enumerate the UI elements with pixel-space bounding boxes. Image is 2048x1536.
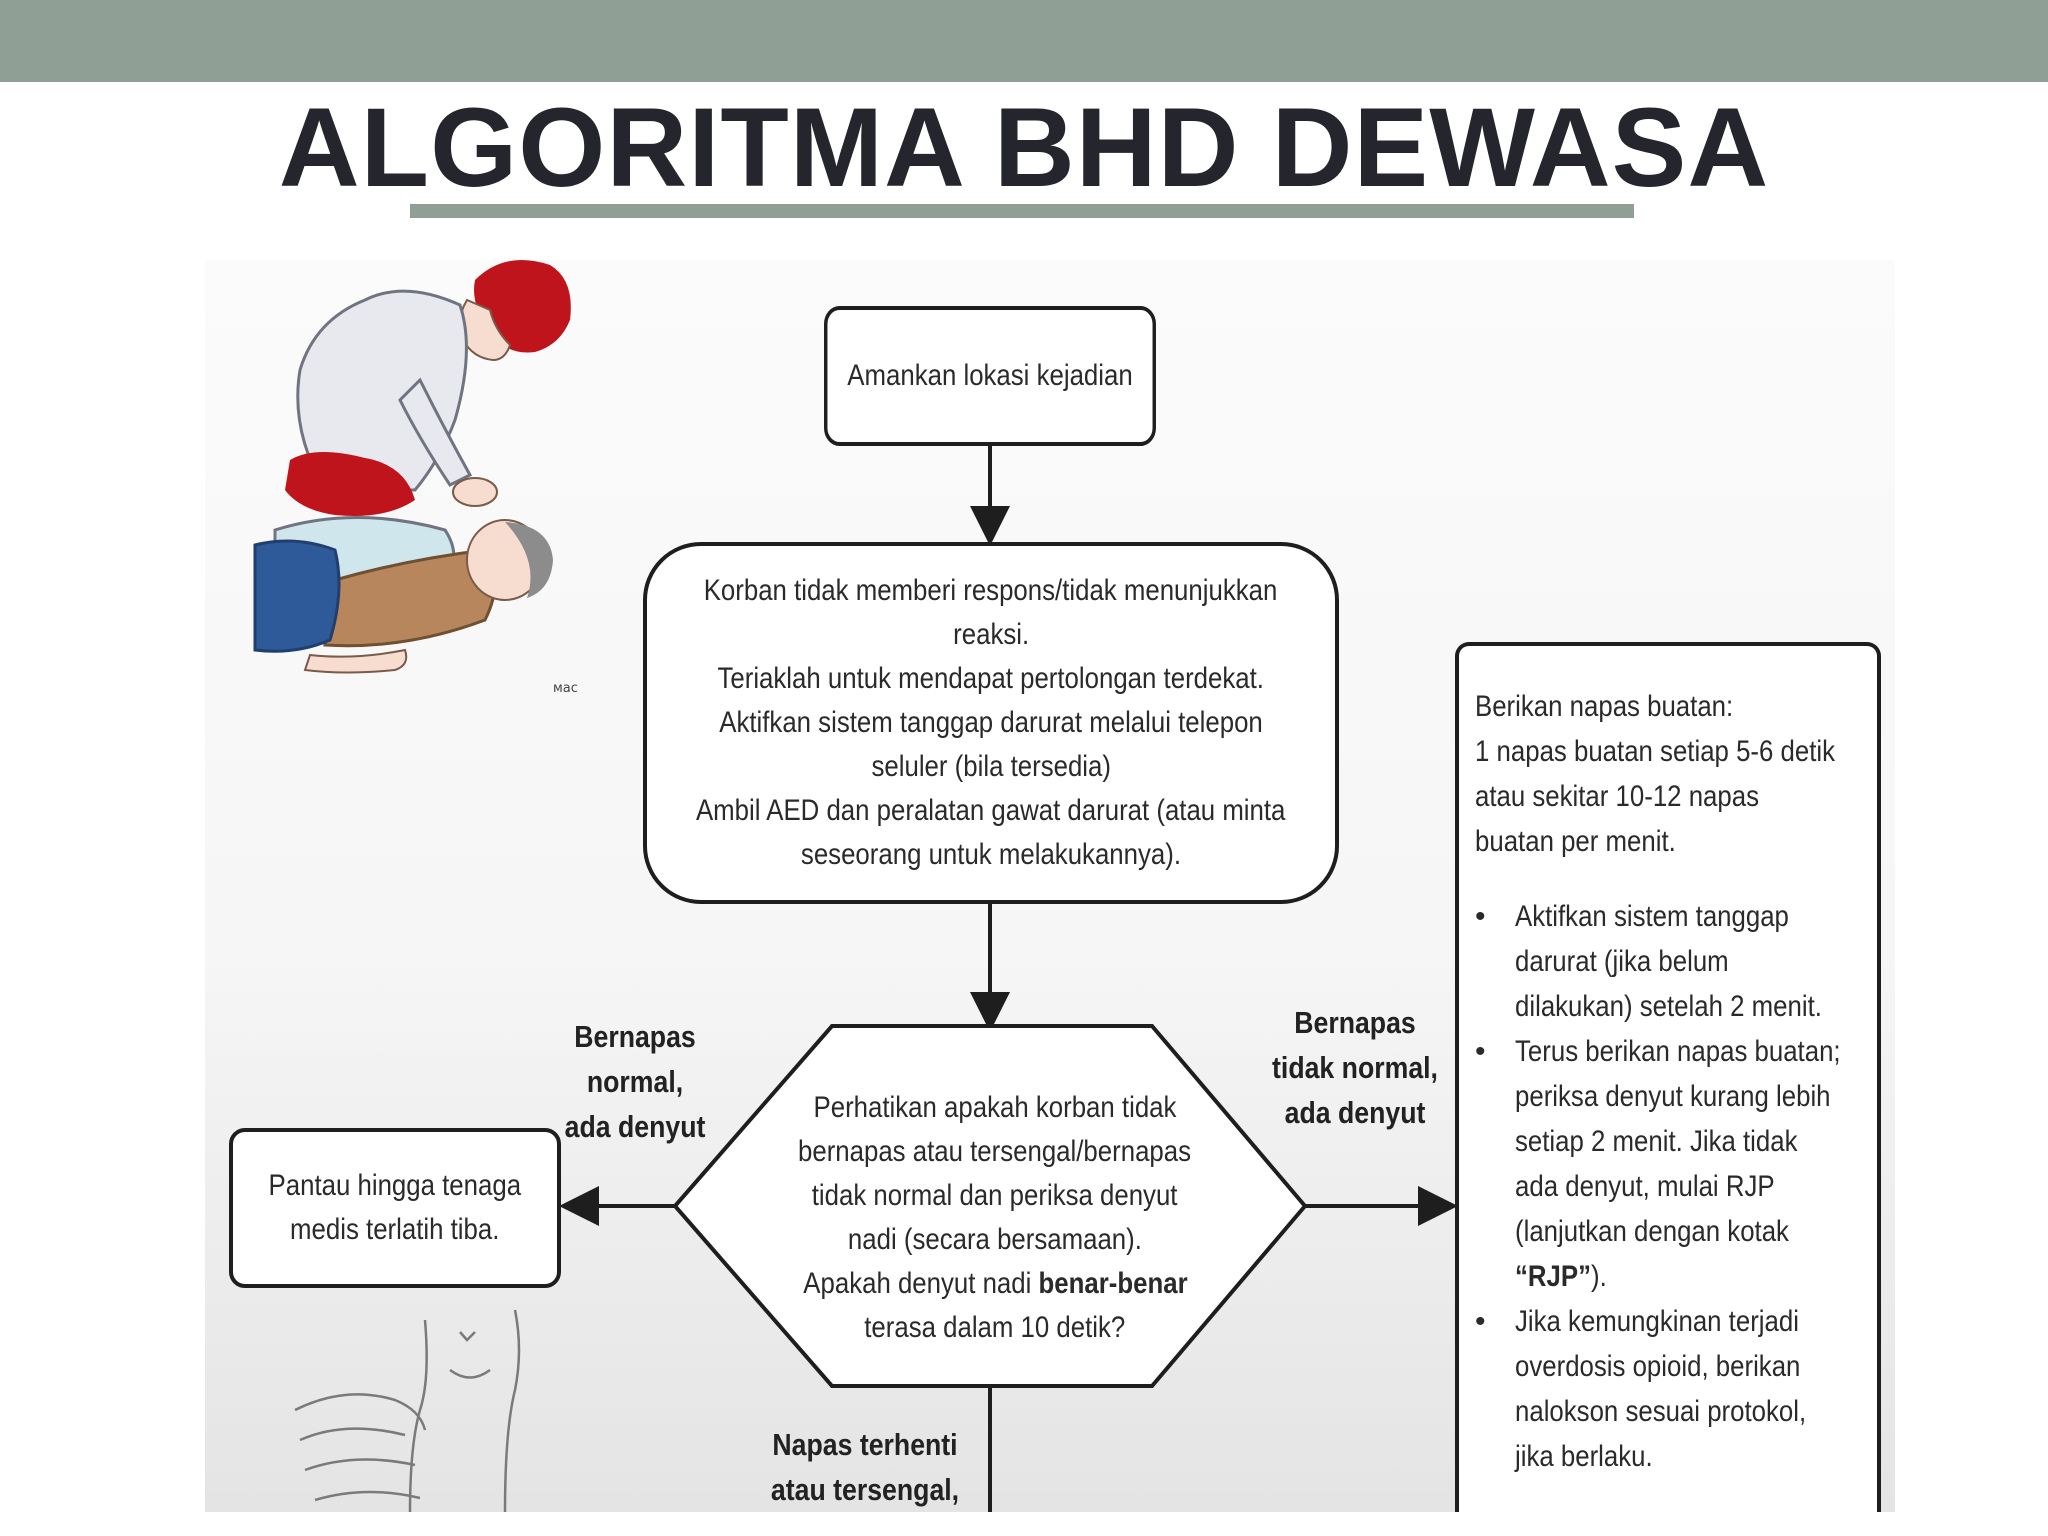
bullet-symbol: •: [1475, 900, 1486, 933]
decision-line: tidak normal dan periksa denyut: [812, 1179, 1178, 1212]
pulse-check-sketch: [294, 1309, 521, 1512]
bullet-line: setiap 2 menit. Jika tidak: [1515, 1125, 1798, 1158]
label-line: Bernapas: [574, 1019, 696, 1054]
monitor-line: medis terlatih tiba.: [290, 1213, 500, 1246]
respond-line: Ambil AED dan peralatan gawat darurat (a…: [696, 794, 1286, 827]
rescue-intro-line: atau sekitar 10-12 napas: [1475, 780, 1760, 813]
illustration-mark: мас: [553, 681, 578, 696]
decision-question: Apakah denyut nadi benar-benar: [803, 1262, 1187, 1306]
bullet-symbol: •: [1475, 1035, 1486, 1068]
label-line: Napas terhenti: [772, 1427, 958, 1462]
question-bold: benar-benar: [1038, 1267, 1188, 1300]
bullet-line: ada denyut, mulai RJP: [1515, 1170, 1775, 1203]
label-line: ada denyut: [564, 1109, 706, 1144]
label-no-breathing: Napas terhenti atau tersengal,: [745, 1422, 985, 1512]
label-normal-breathing: Bernapas normal, ada denyut: [515, 1014, 755, 1149]
cpr-illustration: [253, 260, 571, 674]
rescue-bullet: • Jika kemungkinan terjadi overdosis opi…: [1475, 1299, 1861, 1479]
decision-text: Perhatikan apakah korban tidak bernapas …: [745, 1068, 1245, 1368]
bullet-line: Jika kemungkinan terjadi: [1515, 1305, 1799, 1338]
bullet-line: dilakukan) setelah 2 menit.: [1515, 990, 1822, 1023]
label-line: atau tersengal,: [770, 1472, 960, 1507]
rescue-breathing-box: Berikan napas buatan: 1 napas buatan set…: [1455, 642, 1881, 1512]
respond-line: Korban tidak memberi respons/tidak menun…: [704, 574, 1278, 607]
label-line: normal,: [586, 1064, 684, 1099]
rescue-intro-line: buatan per menit.: [1475, 825, 1676, 858]
rescue-bullet: • Terus berikan napas buatan; periksa de…: [1475, 1029, 1861, 1299]
bullet-line: Aktifkan sistem tanggap: [1515, 900, 1789, 933]
flowchart-connectors: мас: [253, 260, 1458, 1512]
bullet-line: (lanjutkan dengan kotak: [1515, 1215, 1789, 1248]
respond-line: Teriaklah untuk mendapat pertolongan ter…: [717, 662, 1265, 695]
rescue-bullet-list: • Aktifkan sistem tanggap darurat (jika …: [1475, 894, 1861, 1479]
rjp-reference-end: ).: [1590, 1260, 1607, 1293]
decision-line: bernapas atau tersengal/bernapas: [798, 1135, 1192, 1168]
monitor-box: Pantau hingga tenaga medis terlatih tiba…: [229, 1128, 561, 1288]
respond-line: seseorang untuk melakukannya).: [800, 838, 1182, 871]
label-abnormal-breathing: Bernapas tidak normal, ada denyut: [1235, 1000, 1475, 1135]
bullet-line: overdosis opioid, berikan: [1515, 1350, 1801, 1383]
bullet-line-rjp: “RJP”).: [1515, 1254, 1813, 1299]
top-accent-band: [0, 0, 2048, 82]
rescue-bullet: • Aktifkan sistem tanggap darurat (jika …: [1475, 894, 1861, 1029]
bullet-line: darurat (jika belum: [1515, 945, 1729, 978]
flowchart-figure: мас Amankan lokasi kejadian Korban: [205, 260, 1895, 1512]
bullet-line: nalokson sesuai protokol,: [1515, 1395, 1807, 1428]
decision-line: terasa dalam 10 detik?: [864, 1311, 1126, 1344]
label-line: tidak normal,: [1272, 1050, 1438, 1085]
label-line: ada denyut: [1284, 1095, 1426, 1130]
start-box: Amankan lokasi kejadian: [824, 306, 1156, 446]
bullet-line: periksa denyut kurang lebih: [1515, 1080, 1831, 1113]
decision-line: Perhatikan apakah korban tidak: [813, 1091, 1177, 1124]
rescue-intro-line: Berikan napas buatan:: [1475, 690, 1734, 723]
respond-line: Aktifkan sistem tanggap darurat melalui …: [719, 706, 1263, 739]
label-line: Bernapas: [1294, 1005, 1416, 1040]
question-prefix: Apakah denyut nadi: [802, 1267, 1039, 1300]
respond-line: seluler (bila tersedia): [871, 750, 1111, 783]
respond-line: reaksi.: [952, 618, 1029, 651]
rjp-reference: “RJP”: [1515, 1260, 1591, 1293]
bullet-line: jika berlaku.: [1515, 1440, 1653, 1473]
title-underline: [410, 204, 1634, 218]
rescue-intro-line: 1 napas buatan setiap 5-6 detik: [1475, 735, 1836, 768]
no-response-box: Korban tidak memberi respons/tidak menun…: [643, 542, 1339, 904]
bullet-line: Terus berikan napas buatan;: [1515, 1035, 1841, 1068]
monitor-line: Pantau hingga tenaga: [268, 1169, 522, 1202]
bullet-symbol: •: [1475, 1305, 1486, 1338]
slide-title: ALGORITMA BHD DEWASA: [278, 85, 1770, 210]
decision-line: nadi (secara bersamaan).: [848, 1223, 1142, 1256]
